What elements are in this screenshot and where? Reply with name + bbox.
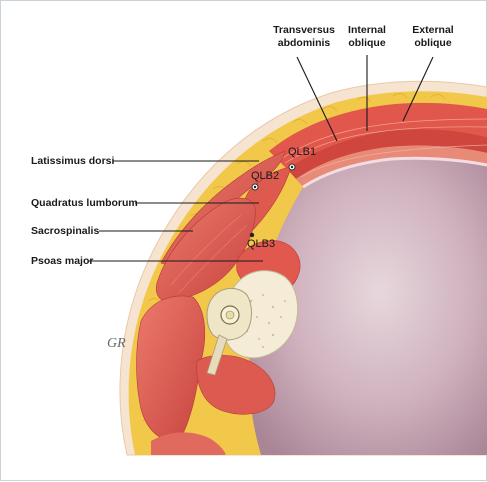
- label-internal-line1: Internal: [348, 24, 386, 36]
- label-transversus-line2: abdominis: [278, 37, 331, 49]
- multifidus-left: [136, 295, 206, 442]
- external-oblique-band: [269, 102, 487, 169]
- watermark: Rechtsquo: [121, 169, 169, 180]
- label-external-line2: oblique: [414, 37, 451, 49]
- qlb2-marker: [251, 183, 259, 191]
- label-sacrospinalis: Sacrospinalis: [31, 225, 99, 237]
- label-transversus-line1: Transversus: [273, 24, 335, 36]
- label-latissimus-dorsi: Latissimus dorsi: [31, 155, 115, 167]
- internal-oblique-band: [287, 129, 487, 179]
- spinal-cord-center: [225, 310, 235, 320]
- leader-lines: [89, 55, 434, 262]
- qlb1-marker: [288, 163, 296, 171]
- muscle-fibers: [280, 118, 487, 178]
- abdominal-cavity: [249, 158, 487, 455]
- qlb1-label: QLB1: [288, 146, 316, 158]
- qlb2-label: QLB2: [251, 170, 279, 182]
- artist-signature: GR: [107, 336, 126, 351]
- label-psoas-major: Psoas major: [31, 255, 93, 267]
- qlb3-label: QLB3: [247, 238, 275, 250]
- transversus-band: [296, 145, 487, 187]
- label-external-line1: External: [412, 24, 454, 36]
- spinous-process: [206, 334, 228, 376]
- sacrospinalis-fibers: [170, 214, 248, 294]
- peritoneum-lining: [302, 156, 487, 189]
- label-quadratus-lumborum: Quadratus lumborum: [31, 197, 138, 209]
- lower-back-muscle: [151, 432, 226, 455]
- qlb3-marker: [249, 232, 255, 238]
- label-internal-line2: oblique: [348, 37, 385, 49]
